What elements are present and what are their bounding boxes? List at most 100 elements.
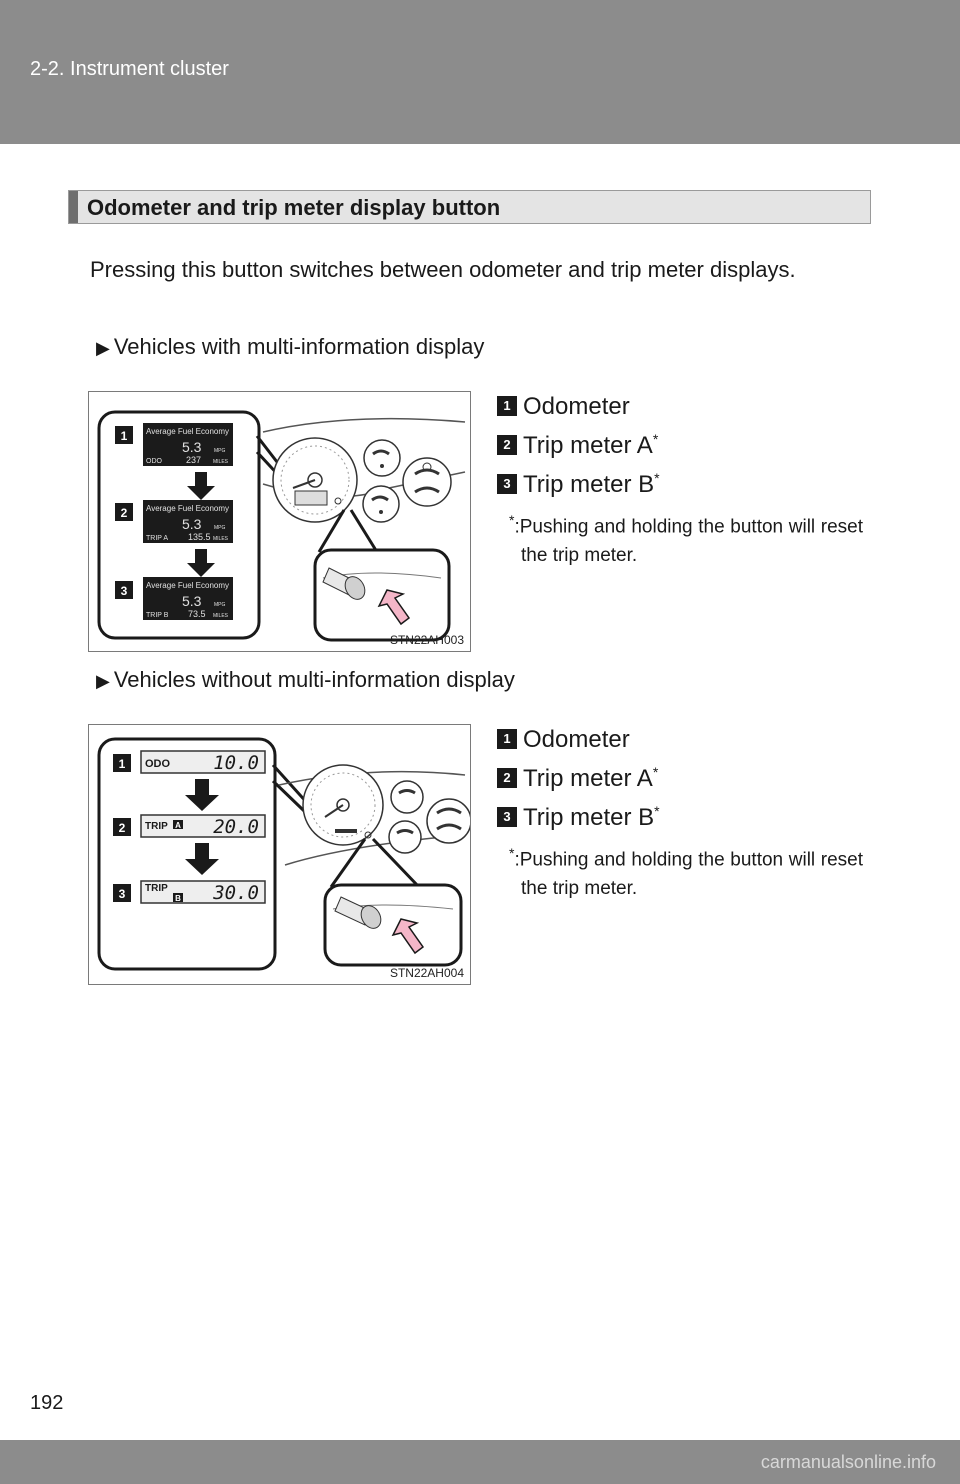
section-heading-marker xyxy=(69,191,78,223)
badge-1: 1 xyxy=(113,754,131,772)
legend-number: 1 xyxy=(497,728,517,749)
legend-number: 1 xyxy=(497,395,517,416)
cluster-illustration-multi-info: Average Fuel Economy 5.3 MPG ODO 237 MIL… xyxy=(97,410,466,642)
screen-sub-label: A xyxy=(175,821,181,830)
reset-note: *:Pushing and holding the button will re… xyxy=(497,839,863,903)
down-arrow-icon xyxy=(187,549,215,577)
legend-item-odometer: 1 Odometer xyxy=(497,381,877,420)
screen-counter-label: TRIP A xyxy=(146,535,168,542)
legend-item-odometer: 1 Odometer xyxy=(497,714,877,753)
badge-number: 3 xyxy=(119,887,126,901)
speedometer-icon xyxy=(272,437,358,523)
section-title: Odometer and trip meter display button xyxy=(87,195,501,220)
down-arrow-icon xyxy=(185,779,219,811)
badge-number: 1 xyxy=(121,429,128,443)
screen-value: 5.3 xyxy=(182,516,202,532)
legend-label: Odometer xyxy=(523,726,630,753)
asterisk: * xyxy=(654,803,660,819)
screen-value: 5.3 xyxy=(182,593,202,609)
legend-label: Odometer xyxy=(523,393,630,420)
figure-multi-info: Average Fuel Economy 5.3 MPG ODO 237 MIL… xyxy=(88,391,471,652)
down-arrow-icon xyxy=(187,472,215,500)
down-arrow-icon xyxy=(185,843,219,875)
legend-label: Trip meter B xyxy=(523,471,655,498)
screen-counter-unit: MILES xyxy=(213,536,229,542)
small-gauge-icon xyxy=(363,439,401,477)
small-gauge-icon xyxy=(426,798,470,844)
legend-label: Trip meter A xyxy=(523,765,653,792)
screen-title: Average Fuel Economy xyxy=(146,427,229,436)
asterisk: * xyxy=(652,431,659,447)
mid-screen-3: Average Fuel Economy 5.3 MPG TRIP B 73.5… xyxy=(143,577,233,620)
screen-counter-value: 237 xyxy=(186,455,201,465)
badge-3: 3 xyxy=(113,884,131,902)
triangle-bullet-icon: ▶ xyxy=(96,338,110,358)
screen-counter-value: 73.5 xyxy=(188,609,206,619)
variant-label-text: Vehicles without multi-information displ… xyxy=(113,667,515,692)
screen-unit: MPG xyxy=(214,448,226,454)
screen-unit: MPG xyxy=(214,602,226,608)
screen-counter-value: 135.5 xyxy=(188,532,211,542)
badge-number: 2 xyxy=(119,821,126,835)
press-arrow-icon xyxy=(391,918,425,955)
legend-label: Trip meter A xyxy=(523,432,653,459)
page-header: 2-2. Instrument cluster xyxy=(0,0,960,144)
screen-title: Average Fuel Economy xyxy=(146,504,229,513)
badge-number: 1 xyxy=(119,757,126,771)
legend-number: 3 xyxy=(497,806,517,827)
legend-item-trip-b: 3 Trip meter B* xyxy=(497,792,877,831)
variant-label-2: ▶Vehicles without multi-information disp… xyxy=(96,665,515,696)
figure-code: STN22AH004 xyxy=(389,966,464,980)
button-zoom-callout xyxy=(313,548,451,642)
small-gauge-icon xyxy=(388,820,422,854)
variant-label-1: ▶Vehicles with multi-information display xyxy=(96,332,484,363)
reset-note-text: :Pushing and holding the button will res… xyxy=(514,849,863,900)
badge-1: 1 xyxy=(115,426,133,444)
badge-2: 2 xyxy=(115,503,133,521)
legend-item-trip-a: 2 Trip meter A* xyxy=(497,753,877,792)
badge-2: 2 xyxy=(113,818,131,836)
legend-number: 2 xyxy=(497,767,517,788)
screen-counter-label: TRIP B xyxy=(146,612,169,619)
variant-label-text: Vehicles with multi-information display xyxy=(113,334,485,359)
reset-note: *:Pushing and holding the button will re… xyxy=(497,506,863,570)
asterisk: * xyxy=(509,512,515,528)
legend-number: 3 xyxy=(497,473,517,494)
screen-sub-label: B xyxy=(175,894,181,903)
press-arrow-icon xyxy=(377,589,411,626)
badge-number: 2 xyxy=(121,506,128,520)
page-footer: carmanualsonline.info xyxy=(0,1440,960,1484)
asterisk: * xyxy=(654,470,660,486)
trip-button-icon xyxy=(322,567,366,600)
screen-value: 10.0 xyxy=(213,752,259,774)
small-gauge-icon xyxy=(390,780,424,814)
intro-paragraph: Pressing this button switches between od… xyxy=(90,257,796,282)
screen-title: Average Fuel Economy xyxy=(146,581,229,590)
screen-value: 30.0 xyxy=(212,882,259,904)
breadcrumb: 2-2. Instrument cluster xyxy=(30,58,229,80)
badge-3: 3 xyxy=(115,581,133,599)
screen-value: 20.0 xyxy=(213,816,259,838)
watermark-site[interactable]: carmanualsonline.info xyxy=(760,1452,936,1472)
trip-button-icon xyxy=(334,896,382,929)
screen-counter-unit: MILES xyxy=(213,613,229,619)
legend-item-trip-b: 3 Trip meter B* xyxy=(497,459,877,498)
screen-counter-label: ODO xyxy=(146,458,163,465)
figure-code: STN22AH003 xyxy=(389,633,464,647)
small-gauge-icon xyxy=(402,457,452,507)
screen-label: TRIP xyxy=(145,821,168,832)
mid-screen-1: Average Fuel Economy 5.3 MPG ODO 237 MIL… xyxy=(143,423,233,466)
screen-value: 5.3 xyxy=(182,439,202,455)
asterisk: * xyxy=(652,764,659,780)
screen-counter-unit: MILES xyxy=(213,459,229,465)
button-zoom-callout xyxy=(323,883,463,967)
odo-screen-3: TRIP B 30.0 xyxy=(140,880,266,904)
reset-note-text: :Pushing and holding the button will res… xyxy=(514,516,863,567)
cluster-illustration-no-multi-info: ODO 10.0 TRIP A 20.0 TRIP B 30.0 1 2 3 xyxy=(97,737,470,971)
legend-label: Trip meter B xyxy=(523,804,655,831)
screen-unit: MPG xyxy=(214,525,226,531)
page-number: 192 xyxy=(30,1392,64,1414)
